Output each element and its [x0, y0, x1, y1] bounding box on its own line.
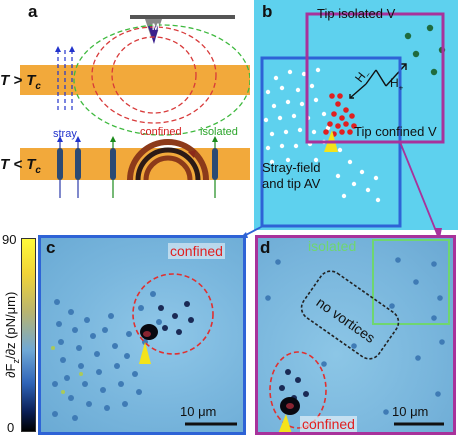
confined-label-c: confined	[168, 243, 225, 259]
tip-field-loop-mid	[91, 26, 217, 124]
tip-confined-label: Tip confined V	[354, 124, 437, 139]
stray-label: stray	[53, 128, 77, 140]
panel-c-vortex-map	[51, 273, 237, 426]
tip-field-loop-outer	[73, 24, 250, 136]
panel-d-vortex-map	[265, 239, 450, 432]
arrow-head	[69, 46, 75, 52]
panel-d-image	[255, 235, 456, 435]
isolated-vortex-dots	[404, 24, 446, 76]
stray-vortex-dots	[263, 67, 381, 203]
confined-region-circle-d	[269, 351, 327, 429]
isolated-region-frame	[372, 239, 450, 325]
connector-to-d	[399, 141, 439, 237]
confined-region-circle-c	[132, 273, 214, 355]
colorbar-min: 0	[7, 420, 15, 435]
bright-spots-c	[51, 346, 83, 394]
below-tc-condition: T < Tc	[0, 156, 41, 176]
panel-b-background	[254, 0, 458, 230]
arrow-head	[55, 46, 61, 52]
field-label-plus: H+	[390, 76, 404, 93]
panel-b-letter: b	[262, 2, 273, 21]
confined-label-d: confined	[300, 416, 357, 432]
isolated-vortices-d	[389, 257, 443, 321]
confined-vortex-arcs	[127, 139, 209, 181]
panel-c-image	[38, 235, 246, 435]
scalebar-label-c: 10 μm	[180, 404, 217, 419]
above-tc-condition: T > Tc	[0, 72, 41, 92]
confined-vortices-c	[158, 301, 194, 335]
field-direction-arrows	[349, 63, 407, 99]
panel-a-schematic	[20, 15, 250, 198]
isolated-vortex-right	[212, 136, 218, 198]
scalebar-label-d: 10 μm	[392, 404, 429, 419]
colorbar-max: 90	[2, 232, 17, 247]
colorbar-label: ∂Fz/∂z (pN/μm)	[3, 291, 21, 378]
panel-c-letter: c	[46, 238, 56, 257]
colorbar	[21, 238, 36, 432]
stray-vortex-2	[75, 136, 81, 198]
tip-isolated-region-frame	[305, 12, 445, 144]
tip-field-loop-inner	[111, 36, 197, 114]
panel-b-schematic	[254, 0, 458, 230]
mfm-tip-magnet	[148, 26, 159, 44]
confined-vortices-d	[279, 369, 309, 401]
stray-vortices-c	[52, 291, 162, 421]
tip-position-marker-d	[278, 414, 292, 432]
isolated-label-d: isolated	[308, 238, 357, 254]
isolated-label-a: isolated	[200, 126, 238, 138]
tip-isolated-label: Tip isolated V	[317, 6, 396, 21]
no-vortices-region	[300, 270, 400, 360]
panel-d-letter: d	[260, 238, 271, 257]
panel-a-letter: a	[28, 2, 38, 21]
stray-vortices-d	[265, 259, 445, 415]
confined-label-a: confined	[140, 126, 182, 138]
tip-letter: M	[152, 22, 160, 32]
cantilever	[130, 15, 235, 19]
stray-vortex-1	[57, 136, 63, 198]
isolated-vortex-left	[110, 136, 116, 198]
tip-position-marker-c	[139, 342, 151, 364]
